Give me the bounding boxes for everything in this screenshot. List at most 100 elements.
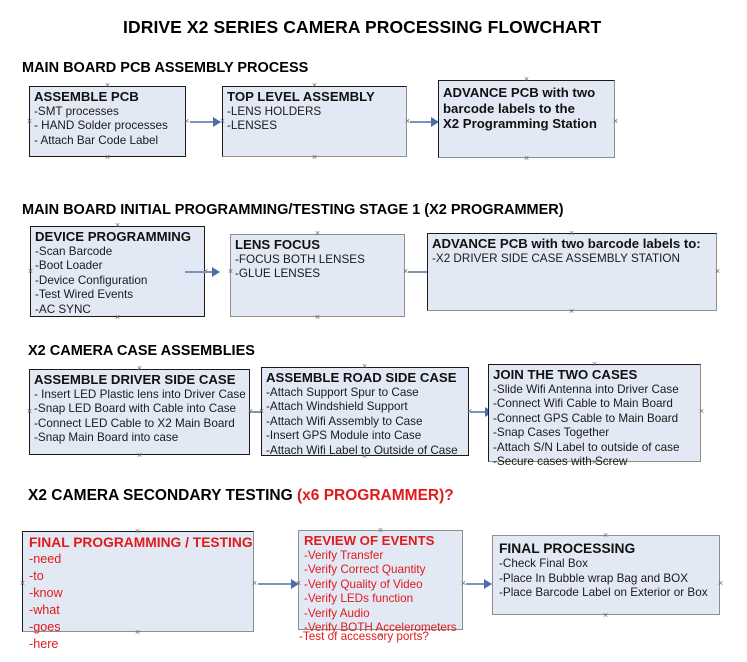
arrow-shaft (466, 583, 491, 585)
box-final-programming-testing[interactable]: FINAL PROGRAMMING / TESTING -need -to -k… (22, 531, 254, 651)
connector-point-top (311, 82, 318, 89)
box-join-the-two-cases[interactable]: JOIN THE TWO CASES -Slide Wifi Antenna i… (488, 364, 701, 468)
connector-point-left (258, 408, 265, 415)
connector-point-left (26, 118, 33, 125)
box-title: ASSEMBLE ROAD SIDE CASE (266, 370, 457, 385)
box-line: -Place In Bubble wrap Bag and BOX (499, 571, 689, 585)
box-line: -Snap Main Board into case (34, 431, 179, 445)
box-line: -Verify BOTH Accelerometers (304, 621, 457, 635)
arrow-shaft (408, 271, 436, 273)
box-line: -Connect Wifi Cable to Main Board (493, 397, 673, 411)
box-line: -Verify Quality of Video (304, 577, 423, 591)
box-line: -LENSES (227, 119, 278, 133)
arrow-final-programming-to-review-of-events (258, 579, 299, 589)
box-assemble-pcb[interactable]: ASSEMBLE PCB -SMT processes - HAND Solde… (29, 86, 186, 157)
section-header-x2-camera-secondary-testing: X2 CAMERA SECONDARY TESTING (x6 PROGRAMM… (28, 487, 454, 505)
connector-point-top (136, 365, 143, 372)
connector-point-top (568, 230, 575, 237)
box-title: ADVANCE PCB with two barcode labels to: (432, 236, 701, 251)
section-header-text: MAIN BOARD PCB ASSEMBLY PROCESS (22, 60, 309, 76)
connector-point-bottom (602, 612, 609, 619)
connector-point-bottom (568, 308, 575, 315)
arrow-head (484, 579, 492, 589)
arrow-head (213, 117, 221, 127)
connector-point-left (19, 580, 26, 587)
box-line: - Attach Bar Code Label (34, 133, 159, 147)
connector-point-left (227, 268, 234, 275)
box-line: -Verify LEDs function (304, 592, 414, 606)
box-line: -Insert GPS Module into Case (266, 429, 422, 443)
section-header-text: MAIN BOARD INITIAL PROGRAMMING/TESTING S… (22, 202, 564, 218)
connector-point-top (602, 532, 609, 539)
arrow-top-level-assembly-to-advance-pcb (410, 117, 439, 127)
box-line: X2 Programming Station (443, 116, 597, 131)
box-line: -Verify Correct Quantity (304, 563, 426, 577)
connector-point-top (314, 230, 321, 237)
box-line: -Test Wired Events (35, 288, 134, 302)
connector-point-bottom (136, 452, 143, 459)
arrow-shaft (190, 121, 220, 123)
connector-point-top (377, 527, 384, 534)
connector-point-bottom (104, 154, 111, 161)
box-assemble-road-side-case[interactable]: ASSEMBLE ROAD SIDE CASE -Attach Support … (261, 367, 469, 457)
arrow-assemble-pcb-to-top-level-assembly (190, 117, 221, 127)
connector-point-left (295, 580, 302, 587)
box-title: FINAL PROCESSING (499, 541, 636, 556)
box-line: -know (29, 586, 63, 600)
box-line: -SMT processes (34, 104, 119, 118)
connector-point-bottom (314, 314, 321, 321)
arrow-head (212, 267, 220, 277)
box-assemble-driver-side-case[interactable]: ASSEMBLE DRIVER SIDE CASE - Insert LED P… (29, 369, 250, 455)
connector-point-right (612, 118, 619, 125)
box-title: FINAL PROGRAMMING / TESTING (29, 535, 253, 550)
box-title: LENS FOCUS (235, 237, 320, 252)
connector-point-right (183, 118, 190, 125)
box-title: ASSEMBLE DRIVER SIDE CASE (34, 372, 236, 387)
connector-point-bottom (591, 459, 598, 466)
box-line: - Insert LED Plastic lens into Driver Ca… (34, 387, 246, 401)
section-header-main-board-initial-programming: MAIN BOARD INITIAL PROGRAMMING/TESTING S… (22, 202, 564, 218)
box-line: -need (29, 552, 62, 566)
box-advance-pcb-to-x2-programming-station[interactable]: ADVANCE PCB with two barcode labels to t… (438, 80, 615, 158)
connector-point-top (591, 361, 598, 368)
box-line: -Snap LED Board with Cable into Case (34, 402, 237, 416)
connector-point-bottom (311, 154, 318, 161)
box-line: -X2 DRIVER SIDE CASE ASSEMBLY STATION (432, 251, 680, 265)
connector-point-left (27, 268, 34, 275)
box-line: -here (29, 637, 59, 651)
connector-point-bottom (134, 629, 141, 636)
box-advance-pcb-to-driver-side-case-assembly[interactable]: ADVANCE PCB with two barcode labels to: … (427, 233, 717, 311)
box-line: -LENS HOLDERS (227, 104, 322, 118)
box-line: -Connect GPS Cable to Main Board (493, 411, 679, 425)
arrow-shaft (470, 411, 492, 413)
arrow-shaft (185, 271, 219, 273)
box-title: ADVANCE PCB with two (443, 85, 596, 100)
box-line: -what (29, 603, 60, 617)
arrow-shaft (258, 583, 298, 585)
box-title: JOIN THE TWO CASES (493, 367, 638, 382)
section-header-text: X2 CAMERA CASE ASSEMBLIES (28, 343, 255, 359)
box-device-programming[interactable]: DEVICE PROGRAMMING -Scan Barcode -Boot L… (30, 226, 205, 317)
box-line-overflow: -Test of accessory ports? (299, 630, 429, 643)
connector-point-top (523, 76, 530, 83)
box-line: -AC SYNC (35, 302, 91, 316)
box-line: -Attach Wifi Assembly to Case (266, 414, 423, 428)
box-top-level-assembly[interactable]: TOP LEVEL ASSEMBLY -LENS HOLDERS -LENSES (222, 86, 407, 157)
box-title: ASSEMBLE PCB (34, 89, 139, 104)
connector-point-left (219, 118, 226, 125)
arrow-head (431, 117, 439, 127)
box-line: -FOCUS BOTH LENSES (235, 252, 365, 266)
box-title: DEVICE PROGRAMMING (35, 229, 192, 244)
box-review-of-events[interactable]: REVIEW OF EVENTS -Verify Transfer -Verif… (298, 530, 463, 634)
page-title: IDRIVE X2 SERIES CAMERA PROCESSING FLOWC… (123, 17, 602, 37)
box-final-processing[interactable]: FINAL PROCESSING -Check Final Box -Place… (492, 535, 720, 615)
connector-point-top (114, 222, 121, 229)
box-line: -Slide Wifi Antenna into Driver Case (493, 382, 679, 396)
connector-point-left (26, 408, 33, 415)
connector-point-top (134, 528, 141, 535)
box-line: - HAND Solder processes (34, 119, 168, 133)
box-lens-focus[interactable]: LENS FOCUS -FOCUS BOTH LENSES -GLUE LENS… (230, 234, 405, 317)
box-line: barcode labels to the (443, 100, 575, 116)
box-line: -Snap Cases Together (493, 426, 610, 440)
